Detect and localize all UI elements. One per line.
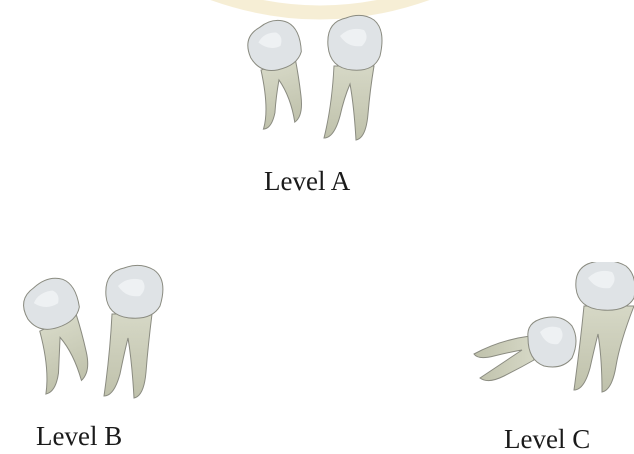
impacted-tooth-b	[8, 271, 109, 396]
adjacent-molar-a	[324, 15, 382, 140]
impacted-tooth-c	[474, 317, 576, 381]
adjacent-molar-b	[104, 265, 163, 398]
impacted-tooth-a	[232, 15, 323, 132]
level-c-label: Level C	[504, 426, 590, 453]
tooth-illustration-level-b	[8, 262, 178, 402]
adjacent-molar-c	[574, 262, 634, 392]
tooth-illustration-level-a	[228, 6, 408, 146]
level-b-label: Level B	[36, 423, 122, 450]
level-a-label: Level A	[264, 168, 350, 195]
tooth-illustration-level-c	[470, 262, 634, 402]
